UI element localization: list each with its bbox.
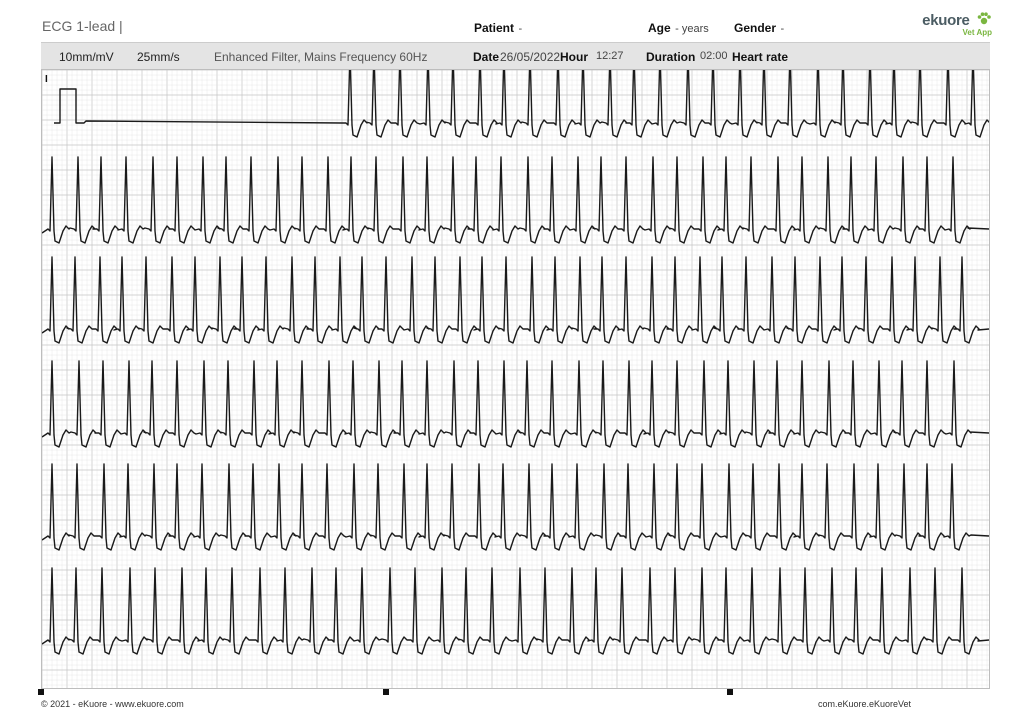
date-value: 26/05/2022 (500, 50, 561, 64)
heart-rate-label: Heart rate (732, 50, 789, 64)
ecg-trace-row (41, 256, 990, 344)
ecg-trace-row (41, 567, 990, 655)
gender-value: - (780, 23, 785, 35)
ecg-trace-row (41, 156, 990, 244)
hour-value: 12:27 (596, 50, 624, 62)
ekuore-logo: ekuore Vet App (922, 11, 992, 37)
ecg-grid (41, 69, 989, 688)
age-value: - years (675, 23, 709, 35)
date-label: Date (473, 50, 500, 64)
age-label: Age (648, 21, 671, 35)
ecg-trace-row (54, 50, 993, 138)
ecg-trace-area: I (41, 50, 993, 688)
hour-label: Hour (560, 50, 588, 64)
ecg-traces (41, 50, 993, 655)
ecg-trace-row (41, 360, 990, 448)
duration-label: Duration (646, 50, 696, 64)
document-title: ECG 1-lead | (42, 18, 123, 34)
page-marker (383, 689, 389, 695)
logo-wordmark: ekuore (922, 12, 970, 29)
duration-value: 02:00 (700, 50, 728, 62)
ecg-chart: I (41, 50, 993, 689)
footer-copyright: © 2021 - eKuore - www.ekuore.com (41, 699, 184, 709)
patient-label: Patient (474, 21, 515, 35)
ecg-trace-row (41, 463, 990, 551)
page-marker (727, 689, 733, 695)
lead-label: I (45, 74, 48, 85)
filter-setting: Enhanced Filter, Mains Frequency 60Hz (214, 50, 428, 64)
page-marker (38, 689, 44, 695)
speed-setting: 25mm/s (137, 50, 180, 64)
age-field: Age - years (648, 19, 709, 37)
gender-label: Gender (734, 21, 777, 35)
gender-field: Gender - (734, 19, 784, 37)
patient-value: - (518, 23, 523, 35)
recording-info-bar: 10mm/mV 25mm/s Enhanced Filter, Mains Fr… (41, 42, 990, 70)
logo-subtitle: Vet App (962, 28, 992, 37)
footer-app-id: com.eKuore.eKuoreVet (818, 699, 912, 709)
paw-icon (977, 12, 991, 25)
gain-setting: 10mm/mV (59, 50, 114, 64)
patient-field: Patient - (474, 19, 522, 37)
